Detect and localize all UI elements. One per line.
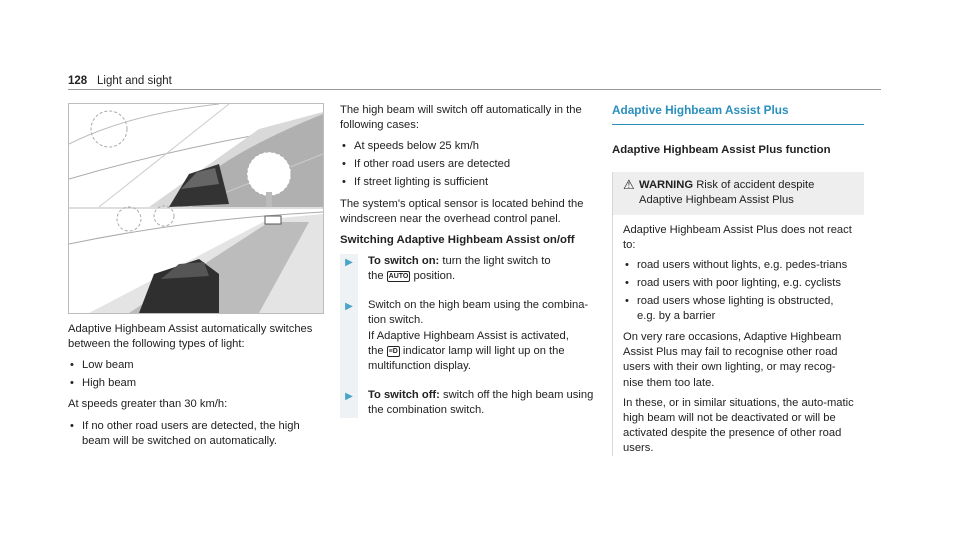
list-item: road users whose lighting is obstructed,… (623, 294, 854, 324)
warning-body: Adaptive Highbeam Assist Plus does not r… (613, 215, 864, 457)
intro-paragraph: Adaptive Highbeam Assist automatically s… (68, 323, 313, 351)
header-rule (68, 89, 881, 90)
warning-intro: Adaptive Highbeam Assist Plus does not r… (623, 223, 852, 251)
section-title: Adaptive Highbeam Assist Plus (612, 103, 864, 125)
headlight-beam-illustration (68, 103, 324, 314)
step-high-beam: ▶ Switch on the high beam using the comb… (340, 298, 602, 388)
headlight-beam-illustration-svg (68, 103, 324, 313)
function-title: Adaptive Highbeam Assist Plus function (612, 143, 831, 156)
list-item: If no other road users are detected, the… (68, 419, 328, 449)
warning-paragraph: In these, or in similar situations, the … (623, 396, 854, 454)
column-3: Adaptive Highbeam Assist Plus Adaptive H… (612, 103, 864, 461)
list-item: If street lighting is sufficient (340, 175, 602, 190)
auto-icon: AUTO (386, 271, 411, 283)
warning-label: WARNING (639, 179, 694, 192)
sensor-paragraph: The system's optical sensor is located b… (340, 197, 584, 225)
switch-heading: Switching Adaptive Highbeam Assist on/of… (340, 233, 575, 246)
step-text: Switch on the high beam using the combin… (368, 299, 589, 327)
speed-condition: At speeds greater than 30 km/h: (68, 398, 228, 411)
column-2: The high beam will switch off automatica… (340, 103, 602, 419)
step-label: To switch off: (368, 388, 440, 401)
step-text: indicator lamp will light up on the mult… (368, 344, 565, 372)
step-text: the (368, 344, 384, 357)
page-section-title: Light and sight (97, 75, 172, 87)
column-1: Adaptive Highbeam Assist automatically s… (68, 322, 328, 455)
step-text: position. (413, 270, 456, 283)
step-label: To switch on: (368, 255, 440, 268)
list-item: road users without lights, e.g. pedes-tr… (623, 258, 854, 273)
switch-off-intro: The high beam will switch off automatica… (340, 104, 582, 132)
list-item: If other road users are detected (340, 157, 602, 172)
step-text: the (368, 270, 384, 283)
list-item: At speeds below 25 km/h (340, 139, 602, 154)
step-arrow-icon: ▶ (345, 301, 353, 313)
warning-text: Risk of accident despite Adaptive Highbe… (639, 179, 815, 207)
page-number: 128 (68, 75, 88, 87)
list-item: High beam (68, 376, 328, 391)
step-switch-off: ▶ To switch off: switch off the high bea… (340, 387, 602, 419)
warning-paragraph: On very rare occasions, Adaptive Highbea… (623, 331, 842, 389)
light-types-list: Low beam High beam (68, 358, 328, 391)
step-text: switch off the high beam using the combi… (368, 388, 594, 417)
step-arrow-icon: ▶ (345, 257, 353, 269)
high-beam-indicator-icon: ≡D (386, 345, 400, 357)
list-item: Low beam (68, 358, 328, 373)
warning-triangle-icon: ⚠ (623, 177, 635, 193)
warning-box: ⚠ WARNING Risk of accident despite Adapt… (612, 172, 864, 457)
warning-list: road users without lights, e.g. pedes-tr… (623, 258, 854, 324)
list-item: road users with poor lighting, e.g. cycl… (623, 276, 854, 291)
switch-off-cases: At speeds below 25 km/h If other road us… (340, 139, 602, 190)
warning-header: ⚠ WARNING Risk of accident despite Adapt… (613, 172, 864, 215)
bottom-panel-scene (68, 205, 324, 313)
step-text: If Adaptive Highbeam Assist is activated… (368, 329, 569, 342)
speed-list: If no other road users are detected, the… (68, 419, 328, 449)
step-switch-on: ▶ To switch on: turn the light switch to… (340, 254, 602, 299)
top-panel-scene (68, 103, 324, 208)
step-text: turn the light switch to (442, 255, 551, 268)
step-arrow-icon: ▶ (345, 390, 353, 402)
